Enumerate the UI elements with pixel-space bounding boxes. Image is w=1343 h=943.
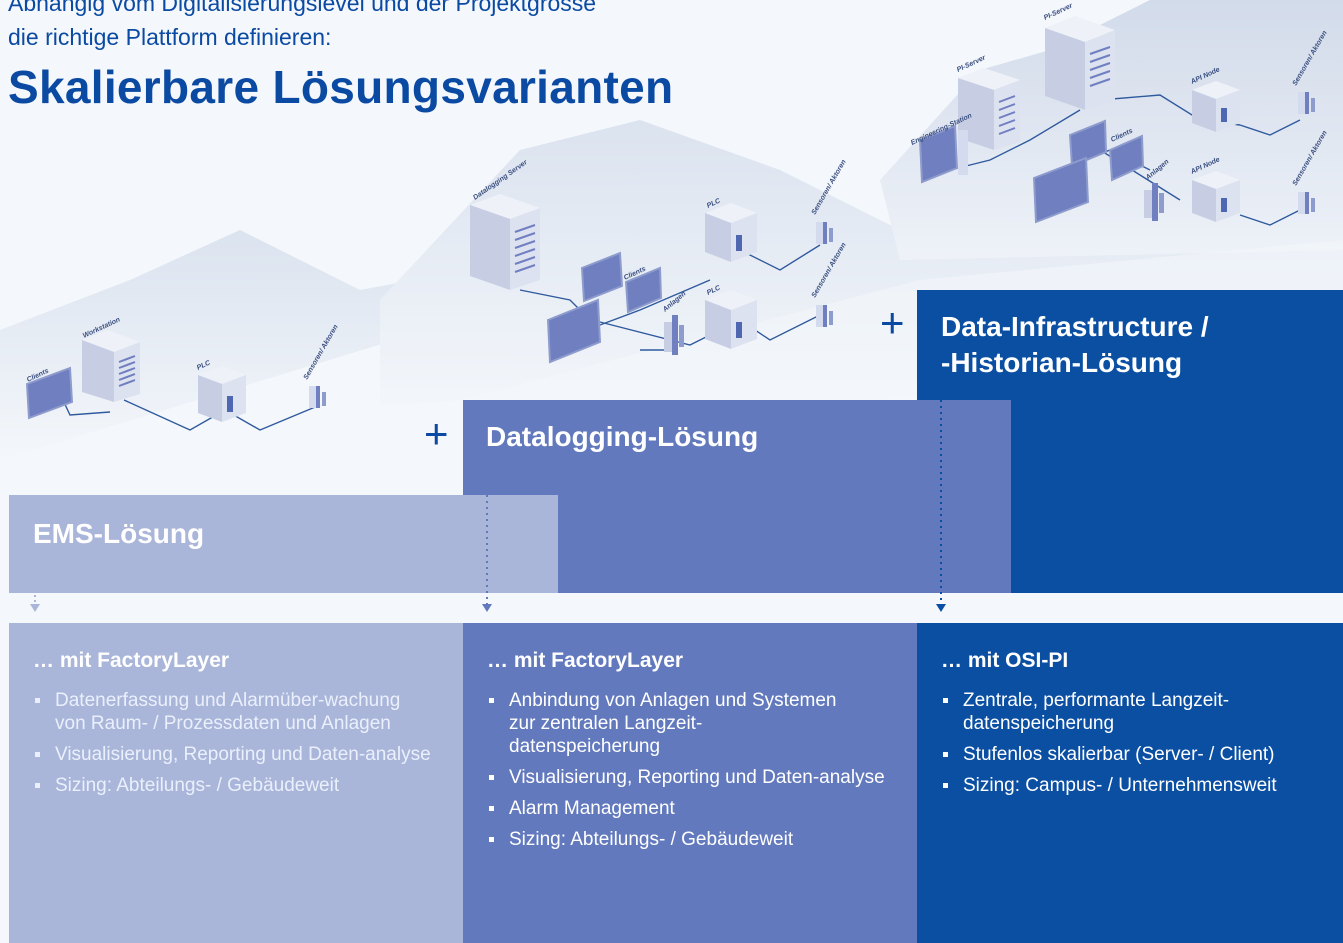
tier-title-datalogging: Datalogging-Lösung (486, 421, 759, 452)
column-datalogging: … mit FactoryLayer Anbindung von Anlagen… (463, 623, 917, 943)
arrow-down-icon (482, 604, 492, 612)
tier-box-ems (9, 495, 558, 593)
column-ems: … mit FactoryLayer Datenerfassung und Al… (9, 623, 463, 943)
clients-monitor-icon (580, 251, 624, 303)
intro-text: Abhängig vom Digitalisierungslevel und d… (8, 0, 596, 54)
list-item: Visualisierung, Reporting und Daten-anal… (487, 766, 889, 789)
network-historian: PI-Server PI-Server Engineering-Station … (910, 2, 1329, 226)
anlagen-icon (1144, 183, 1164, 221)
sensor-icon (309, 386, 326, 408)
plus-icon-historian: + (880, 299, 905, 346)
arrow-down-icon (30, 604, 40, 612)
list-item: Anbindung von Anlagen und Systemen zur z… (487, 689, 849, 758)
network-ems: Clients Workstation PLC Sensoren/ Aktore… (25, 316, 340, 431)
clients-monitor-icon (25, 366, 74, 420)
list-item: Stufenlos skalierbar (Server- / Client) (941, 743, 1303, 766)
engineering-station-icon (918, 124, 959, 184)
list-item: Sizing: Campus- / Unternehmensweit (941, 774, 1283, 797)
bullet-list: Datenerfassung und Alarmüber-wachung von… (33, 689, 441, 797)
bullet-list: Anbindung von Anlagen und Systemen zur z… (487, 689, 895, 851)
clients-monitor-icon (1068, 119, 1108, 168)
plus-icon-datalogging: + (424, 410, 449, 457)
list-item: Visualisierung, Reporting und Daten-anal… (33, 743, 435, 766)
list-item: Datenerfassung und Alarmüber-wachung von… (33, 689, 415, 735)
column-historian: … mit OSI-PI Zentrale, performante Langz… (917, 623, 1343, 943)
sensor-icon (816, 222, 833, 244)
tier-title-historian: Data-Infrastructure / -Historian-Lösung (941, 311, 1209, 378)
tier-title-ems: EMS-Lösung (33, 518, 205, 549)
sensor-icon (1298, 192, 1315, 214)
datalogging-server-icon (510, 208, 540, 290)
list-item: Sizing: Abteilungs- / Gebäudeweit (33, 774, 441, 797)
column-heading: … mit OSI-PI (941, 649, 1069, 672)
column-heading: … mit FactoryLayer (33, 649, 230, 672)
intro-line-2: die richtige Plattform definieren: (8, 24, 332, 50)
page-title: Skalierbare Lösungsvarianten (8, 61, 674, 113)
list-item: Alarm Management (487, 797, 895, 820)
bullet-list: Zentrale, performante Langzeit-datenspei… (941, 689, 1321, 797)
sensor-icon (816, 305, 833, 327)
list-item: Sizing: Abteilungs- / Gebäudeweit (487, 828, 895, 851)
column-heading: … mit FactoryLayer (487, 649, 684, 672)
list-item: Zentrale, performante Langzeit-datenspei… (941, 689, 1303, 735)
sensor-icon (1298, 92, 1315, 114)
arrow-down-icon (936, 604, 946, 612)
pi-server-icon (1085, 30, 1115, 110)
intro-line-1: Abhängig vom Digitalisierungslevel und d… (8, 0, 597, 16)
anlagen-icon (664, 315, 684, 355)
